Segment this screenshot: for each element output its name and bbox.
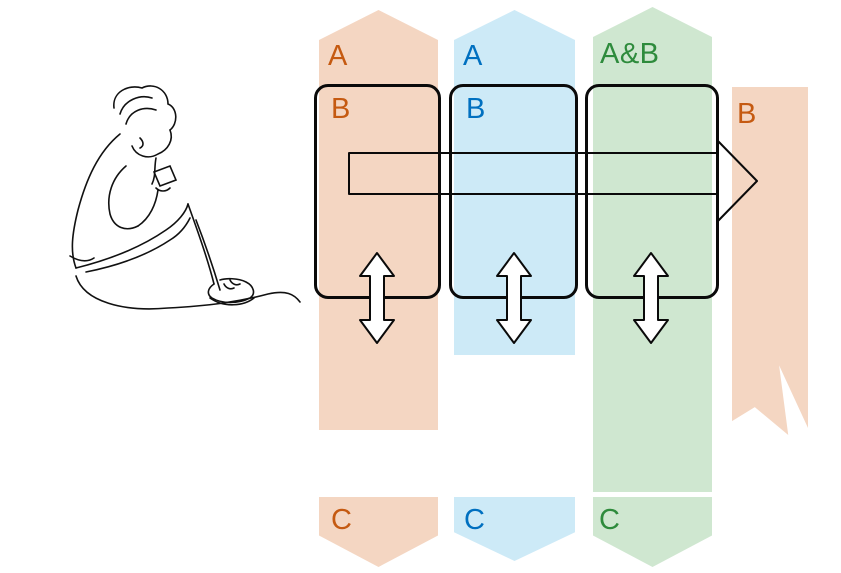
label-bottom-col2: C: [464, 504, 486, 536]
person-sketch-icon: [69, 85, 301, 310]
band-column-1-orange: [319, 10, 438, 430]
updown-arrow-icon-col2: [496, 252, 532, 344]
band-side-orange-torn: [732, 87, 808, 435]
band-column-3-green: [593, 7, 712, 492]
horizontal-flow-arrow-icon: [348, 139, 758, 223]
label-side-band: B: [737, 98, 757, 130]
updown-arrow-icon-col1: [359, 252, 395, 344]
label-box-col2: B: [466, 93, 486, 125]
label-bottom-col1: C: [331, 504, 353, 536]
updown-arrow-icon-col3: [633, 252, 669, 344]
label-top-col3: A&B: [600, 38, 660, 70]
label-bottom-col3: C: [599, 504, 621, 536]
label-top-col2: A: [463, 40, 483, 72]
label-top-col1: A: [328, 40, 348, 72]
label-box-col1: B: [331, 93, 351, 125]
